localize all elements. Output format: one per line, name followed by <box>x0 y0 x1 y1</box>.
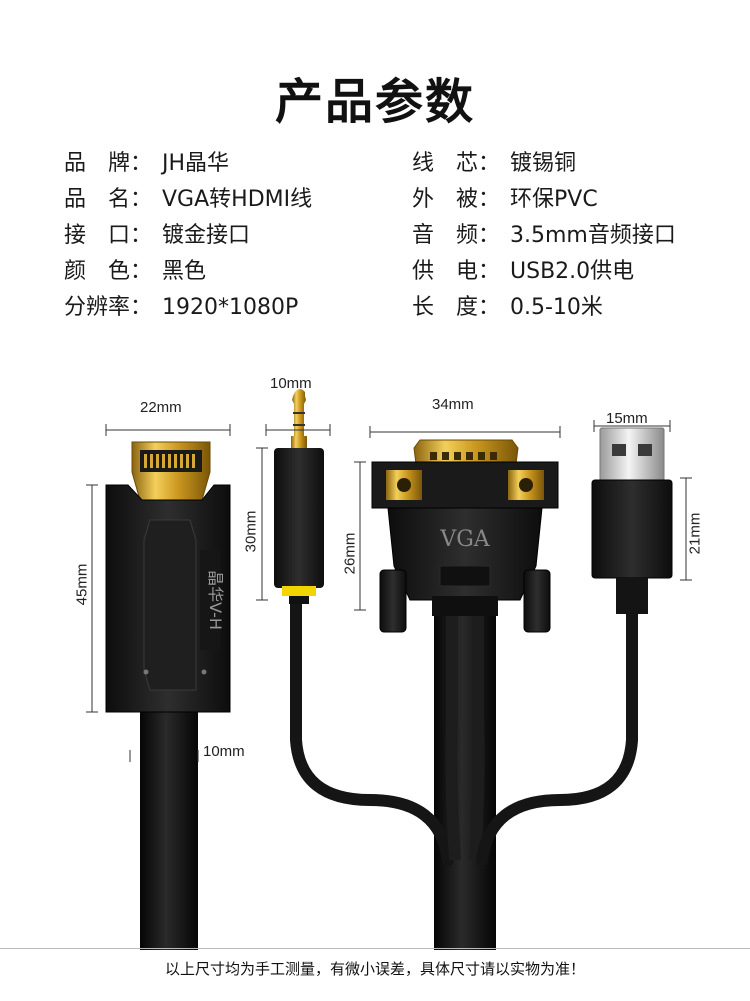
vga-thumbscrew-right <box>523 569 551 633</box>
spec-key: 长 度： <box>412 295 501 320</box>
spec-value: 环保PVC <box>510 187 598 212</box>
footer-disclaimer: 以上尺寸均为手工测量，有微小误差，具体尺寸请以实物为准！ <box>0 948 750 1001</box>
spec-value: 镀金接口 <box>162 223 251 248</box>
spec-key: 分辨率： <box>64 295 153 320</box>
spec-brand: 品 牌： JH晶华 <box>64 146 412 182</box>
dim-audio-width: 10mm <box>270 375 312 392</box>
spec-key: 品 名： <box>64 187 153 212</box>
dim-hdmi-cable: 10mm <box>203 743 245 760</box>
vga-thumbscrew-left <box>379 569 407 633</box>
spec-color: 颜 色： 黑色 <box>64 254 412 290</box>
spec-value: 黑色 <box>162 259 207 284</box>
spec-interface: 接 口： 镀金接口 <box>64 218 412 254</box>
spec-resolution: 分辨率： 1920*1080P <box>64 290 412 326</box>
spec-key: 线 芯： <box>412 151 501 176</box>
page-title: 产品参数 <box>274 74 475 130</box>
dimension-lines <box>86 420 692 762</box>
dim-usb-height: 21mm <box>686 512 704 555</box>
spec-value: VGA转HDMI线 <box>162 187 313 212</box>
spec-core: 线 芯： 镀锡铜 <box>412 146 724 182</box>
usb-cable <box>476 606 638 866</box>
dim-hdmi-width: 22mm <box>140 399 182 416</box>
spec-key: 颜 色： <box>64 259 153 284</box>
spec-value: 镀锡铜 <box>510 151 577 176</box>
vga-connector: VGA <box>371 439 559 633</box>
spec-name: 品 名： VGA转HDMI线 <box>64 182 412 218</box>
dim-usb-width: 15mm <box>606 410 648 427</box>
usb-body <box>591 479 673 579</box>
spec-key: 品 牌： <box>64 151 153 176</box>
spec-key: 外 被： <box>412 187 501 212</box>
vga-inner-cable-right <box>469 610 485 861</box>
usb-connector <box>591 427 673 614</box>
vga-body <box>387 507 543 601</box>
spec-key: 音 频： <box>412 223 501 248</box>
audio-jack <box>274 389 324 604</box>
hdmi-cable <box>140 712 198 950</box>
hdmi-brand-mark: 晶华V-H <box>206 570 225 630</box>
audio-body <box>274 448 324 588</box>
dim-audio-height: 30mm <box>242 510 260 553</box>
dim-vga-width: 34mm <box>432 396 474 413</box>
spec-value: JH晶华 <box>162 151 230 176</box>
spec-table: 品 牌： JH晶华 线 芯： 镀锡铜 品 名： VGA转HDMI线 外 被： 环保PVC… <box>64 146 724 326</box>
spec-audio: 音 频： 3.5mm音频接口 <box>412 218 724 254</box>
vga-main-cable <box>434 600 496 950</box>
spec-key: 接 口： <box>64 223 153 248</box>
spec-value: 3.5mm音频接口 <box>510 223 676 248</box>
hdmi-connector: 晶华V-H <box>105 441 231 713</box>
spec-value: 1920*1080P <box>162 295 299 320</box>
product-illustration: 晶华V-H VGA <box>86 389 692 950</box>
spec-length: 长 度： 0.5-10米 <box>412 290 724 326</box>
vga-text: VGA <box>439 527 490 552</box>
spec-value: 0.5-10米 <box>510 295 603 320</box>
dim-hdmi-height: 45mm <box>73 563 91 606</box>
spec-power: 供 电： USB2.0供电 <box>412 254 724 290</box>
dim-vga-height: 26mm <box>341 532 359 575</box>
audio-cable <box>290 594 454 866</box>
vga-inner-cable-left <box>445 610 461 861</box>
usb-metal-plug <box>599 427 665 485</box>
spec-value: USB2.0供电 <box>510 259 635 284</box>
spec-jacket: 外 被： 环保PVC <box>412 182 724 218</box>
audio-ring <box>282 586 316 596</box>
spec-key: 供 电： <box>412 259 501 284</box>
